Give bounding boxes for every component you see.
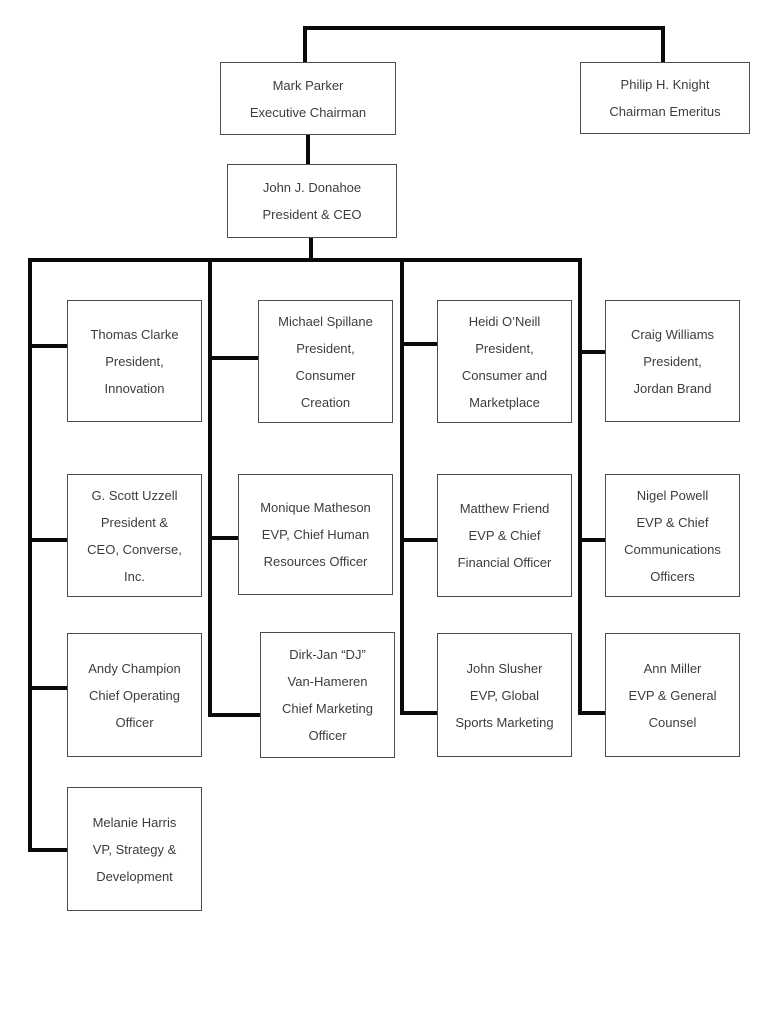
person-title: Development	[96, 868, 173, 884]
person-title: Consumer	[295, 367, 356, 383]
connector-trunk-4	[578, 258, 606, 715]
person-title: Chief Marketing	[281, 701, 374, 716]
person-title: CEO, Converse,	[87, 541, 182, 557]
person-title: Inc.	[124, 568, 145, 584]
org-node-andy-champion: Andy Champion Chief Operating Officer	[67, 633, 202, 757]
person-title: President,	[643, 353, 702, 369]
person-name: Heidi O’Neill	[468, 313, 541, 329]
person-title: Communications	[624, 541, 721, 557]
org-node-thomas-clarke: Thomas Clarke President, Innovation	[67, 300, 202, 422]
person-title: Officer	[308, 728, 347, 743]
person-title: President,	[105, 353, 164, 369]
person-title: EVP & Chief	[468, 528, 541, 543]
org-node-g-scott-uzzell: G. Scott Uzzell President & CEO, Convers…	[67, 474, 202, 597]
person-title: EVP, Chief Human	[261, 527, 370, 542]
person-name: G. Scott Uzzell	[91, 487, 178, 503]
person-title: President,	[475, 340, 534, 356]
person-name: Melanie Harris	[92, 814, 177, 830]
person-title: Executive Chairman	[249, 104, 367, 120]
person-title: EVP & Chief	[636, 514, 709, 530]
org-node-nigel-powell: Nigel Powell EVP & Chief Communications …	[605, 474, 740, 597]
person-title: Chief Operating	[88, 687, 181, 703]
person-title: Jordan Brand	[633, 380, 712, 396]
person-name: Michael Spillane	[278, 313, 373, 329]
person-title: Counsel	[648, 714, 697, 730]
org-node-matthew-friend: Matthew Friend EVP & Chief Financial Off…	[437, 474, 572, 597]
person-title: President,	[296, 340, 355, 356]
person-title: EVP & General	[628, 687, 717, 703]
org-node-michael-spillane: Michael Spillane President, Consumer Cre…	[258, 300, 393, 423]
person-title: Creation	[300, 394, 351, 410]
person-name: Van-Hameren	[287, 674, 368, 689]
person-name: Craig Williams	[630, 326, 715, 342]
person-title: VP, Strategy &	[92, 841, 177, 857]
connector-trunk-3	[400, 258, 438, 715]
person-name: Nigel Powell	[636, 487, 709, 503]
org-node-craig-williams: Craig Williams President, Jordan Brand	[605, 300, 740, 422]
person-title: Sports Marketing	[455, 714, 554, 730]
org-node-dirk-jan-van-hameren: Dirk-Jan “DJ” Van-Hameren Chief Marketin…	[260, 632, 395, 758]
connector-trunk-1	[28, 258, 68, 852]
org-node-melanie-harris: Melanie Harris VP, Strategy & Developmen…	[67, 787, 202, 911]
person-title: President & CEO	[262, 207, 362, 222]
connector-trunk-2	[208, 258, 261, 717]
person-title: Consumer and	[461, 367, 548, 383]
person-title: EVP, Global	[469, 687, 540, 703]
person-name: Mark Parker	[272, 77, 344, 93]
person-title: Financial Officer	[457, 555, 552, 570]
person-name: Andy Champion	[88, 660, 181, 676]
person-name: Ann Miller	[643, 660, 702, 676]
person-title: Innovation	[104, 380, 165, 396]
org-node-heidi-oneill: Heidi O’Neill President, Consumer and Ma…	[437, 300, 572, 423]
org-node-monique-matheson: Monique Matheson EVP, Chief Human Resour…	[238, 474, 393, 595]
person-title: Marketplace	[469, 394, 540, 410]
org-node-philip-knight: Philip H. Knight Chairman Emeritus	[580, 62, 750, 134]
person-name: John J. Donahoe	[262, 180, 362, 195]
person-name: Thomas Clarke	[90, 326, 179, 342]
person-name: Matthew Friend	[459, 501, 550, 516]
org-node-ann-miller: Ann Miller EVP & General Counsel	[605, 633, 740, 757]
person-name: Monique Matheson	[260, 500, 371, 515]
person-title: President &	[100, 514, 169, 530]
person-title: Officer	[115, 714, 154, 730]
person-title: Officers	[650, 568, 695, 584]
connector-top-bracket	[303, 26, 665, 63]
person-name: Philip H. Knight	[620, 77, 710, 92]
person-title: Resources Officer	[263, 554, 368, 569]
person-name: John Slusher	[466, 660, 543, 676]
person-name: Dirk-Jan “DJ”	[289, 647, 366, 662]
org-node-john-donahoe: John J. Donahoe President & CEO	[227, 164, 397, 238]
org-node-mark-parker: Mark Parker Executive Chairman	[220, 62, 396, 135]
person-title: Chairman Emeritus	[609, 104, 721, 119]
org-node-john-slusher: John Slusher EVP, Global Sports Marketin…	[437, 633, 572, 757]
